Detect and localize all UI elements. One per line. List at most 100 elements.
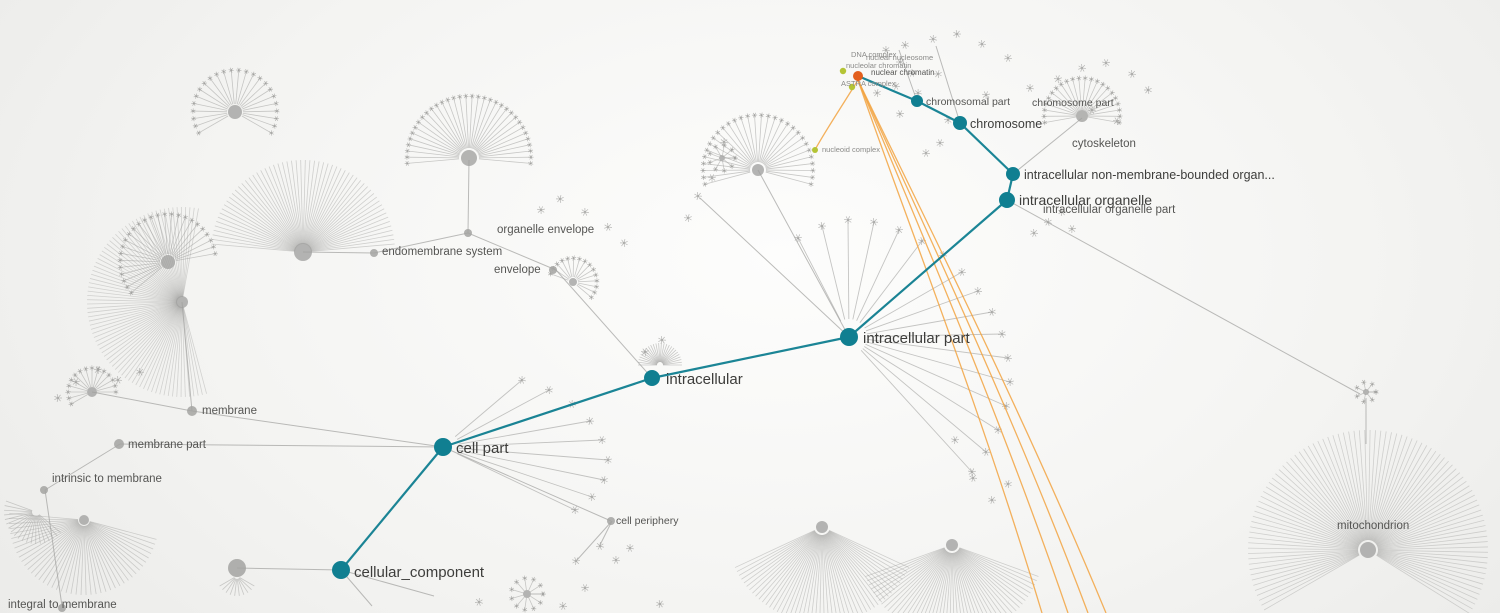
graph-node[interactable] bbox=[58, 604, 66, 612]
mini-cluster bbox=[1004, 53, 1012, 62]
mini-cluster bbox=[581, 207, 589, 216]
node-label[interactable]: integral to membrane bbox=[8, 599, 117, 611]
graph-edge bbox=[302, 251, 375, 254]
node-label[interactable]: nucleolar chromatin bbox=[846, 61, 911, 70]
graph-node[interactable] bbox=[370, 249, 378, 257]
fan-cluster bbox=[509, 575, 546, 613]
graph-node-nucleoid-complex[interactable] bbox=[812, 147, 818, 153]
node-label[interactable]: cell part bbox=[456, 440, 509, 457]
fan-cluster bbox=[9, 513, 157, 595]
node-label[interactable]: intracellular organelle part bbox=[1043, 204, 1176, 216]
fan-cluster bbox=[190, 67, 280, 136]
node-label[interactable]: endomembrane system bbox=[382, 246, 502, 258]
fan-cluster bbox=[547, 255, 600, 301]
node-label[interactable]: intrinsic to membrane bbox=[52, 473, 162, 485]
mini-cluster bbox=[595, 541, 604, 550]
graph-edge bbox=[44, 489, 63, 607]
mini-cluster bbox=[922, 148, 930, 157]
graph-node[interactable] bbox=[549, 266, 557, 274]
mini-cluster bbox=[928, 34, 937, 43]
mini-cluster bbox=[683, 214, 692, 223]
mini-cluster bbox=[626, 543, 634, 552]
highlighted-path-edge bbox=[848, 199, 1008, 338]
graph-node-chromosomal-part[interactable] bbox=[911, 95, 923, 107]
graph-node-intracellular[interactable] bbox=[644, 370, 660, 386]
graph-edge bbox=[467, 232, 557, 271]
node-label[interactable]: DNA complex bbox=[851, 50, 897, 59]
node-label[interactable]: nuclear chromatin bbox=[871, 68, 935, 77]
graph-node-cell-part[interactable] bbox=[434, 438, 452, 456]
mini-cluster bbox=[720, 137, 728, 146]
graph-node[interactable] bbox=[228, 559, 246, 577]
graph-edge bbox=[191, 410, 444, 448]
node-label[interactable]: intracellular non-membrane-bounded organ… bbox=[1024, 168, 1275, 182]
node-label[interactable]: organelle envelope bbox=[497, 224, 594, 236]
graph-node[interactable] bbox=[607, 517, 615, 525]
fan-cluster bbox=[87, 206, 207, 397]
node-label[interactable]: cell periphery bbox=[616, 515, 679, 527]
graph-node[interactable] bbox=[187, 406, 197, 416]
graph-node-intracellular-non-membrane-bounded-organelle[interactable] bbox=[1006, 167, 1020, 181]
node-label[interactable]: chromosomal part bbox=[926, 96, 1010, 108]
mini-cluster bbox=[559, 601, 568, 610]
node-label[interactable]: mitochondrion bbox=[1337, 520, 1409, 532]
fan-cluster bbox=[638, 343, 682, 366]
node-label[interactable]: ASTRA complex bbox=[841, 79, 896, 88]
node-label[interactable]: chromosome part bbox=[1032, 97, 1114, 109]
highlighted-path-edge bbox=[857, 74, 918, 103]
node-label[interactable]: cellular_component bbox=[354, 564, 485, 581]
node-label[interactable]: intracellular part bbox=[863, 330, 971, 347]
graph-node-cellular-component[interactable] bbox=[332, 561, 350, 579]
mini-cluster bbox=[1068, 225, 1076, 234]
fan-cluster bbox=[404, 93, 534, 167]
fan-cluster bbox=[219, 577, 255, 596]
node-label[interactable]: intracellular organelle bbox=[1019, 192, 1152, 208]
node-label[interactable]: chromosome bbox=[970, 117, 1042, 131]
graph-node-green-node-1[interactable] bbox=[839, 67, 847, 75]
graph-edge bbox=[373, 232, 469, 254]
graph-node-green-node-2[interactable] bbox=[848, 83, 856, 91]
graph-node-intracellular-part[interactable] bbox=[840, 328, 858, 346]
mini-cluster bbox=[604, 222, 613, 231]
mini-cluster bbox=[892, 81, 900, 90]
fan-cluster bbox=[1354, 379, 1379, 405]
graph-edge bbox=[1012, 117, 1083, 175]
graph-node-nuclear-chromatin[interactable] bbox=[853, 71, 863, 81]
node-label[interactable]: nucleoid complex bbox=[822, 145, 880, 154]
mini-cluster bbox=[640, 348, 649, 357]
mini-cluster bbox=[708, 174, 716, 183]
node-label[interactable]: membrane part bbox=[128, 439, 207, 451]
graph-node[interactable] bbox=[40, 486, 48, 494]
orange-path-edge bbox=[815, 79, 859, 149]
mini-cluster bbox=[54, 394, 62, 402]
graph-node-chromosome[interactable] bbox=[953, 116, 967, 130]
mini-cluster bbox=[72, 378, 80, 387]
node-label[interactable]: membrane bbox=[202, 405, 257, 417]
graph-edge bbox=[898, 49, 918, 102]
node-label[interactable]: envelope bbox=[494, 264, 541, 276]
fan-cluster bbox=[734, 521, 910, 613]
mini-cluster bbox=[1026, 83, 1034, 92]
mini-cluster bbox=[872, 89, 881, 97]
orange-path-edge bbox=[857, 79, 1069, 613]
mini-cluster bbox=[882, 45, 890, 54]
mini-cluster bbox=[953, 30, 962, 38]
mini-cluster bbox=[1128, 69, 1137, 78]
mini-cluster bbox=[936, 139, 944, 148]
mini-cluster bbox=[694, 192, 703, 200]
mini-cluster bbox=[94, 366, 102, 375]
fan-cluster bbox=[1248, 430, 1488, 613]
mini-cluster bbox=[114, 375, 123, 384]
graph-node-intracellular-organelle[interactable] bbox=[999, 192, 1015, 208]
graph-node[interactable] bbox=[464, 229, 472, 237]
node-label[interactable]: cytoskeleton bbox=[1072, 138, 1136, 150]
node-label[interactable]: intracellular bbox=[666, 371, 743, 388]
node-label[interactable]: nuclear nucleosome bbox=[866, 53, 933, 62]
orange-path-edge bbox=[857, 79, 1107, 613]
graph-node[interactable] bbox=[114, 439, 124, 449]
mini-cluster bbox=[1058, 208, 1067, 216]
graph-edge bbox=[467, 159, 470, 234]
highlighted-path-edge bbox=[916, 100, 961, 124]
